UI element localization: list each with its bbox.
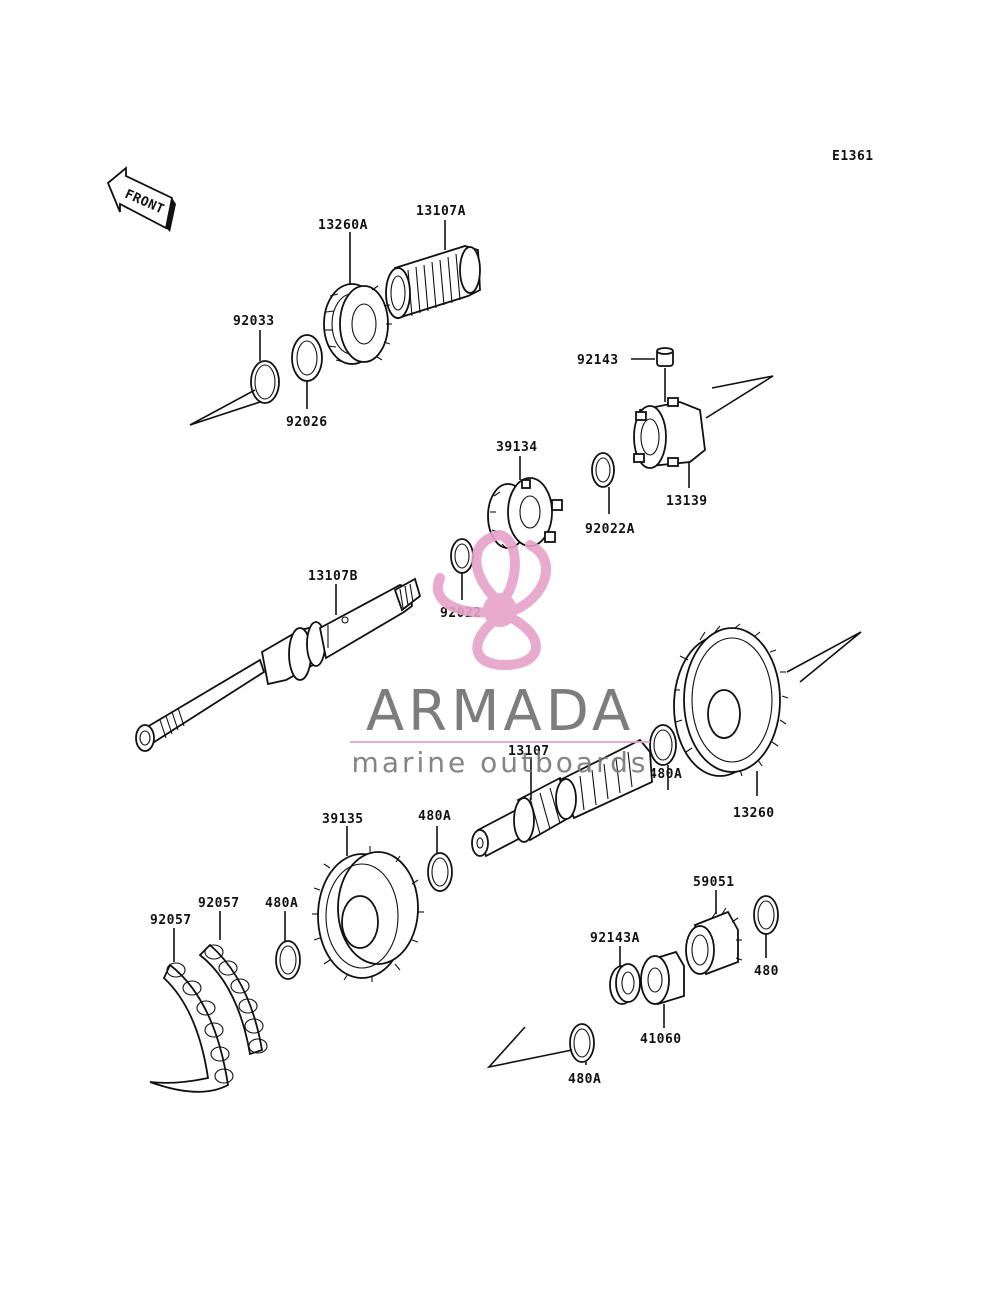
diagram-code: E1361 xyxy=(832,149,874,164)
label-41060: 41060 xyxy=(640,1032,682,1047)
part-59051-gear xyxy=(685,907,743,976)
label-480A-left: 480A xyxy=(265,896,298,911)
part-13107B-shaft xyxy=(135,577,422,752)
part-13139-dog xyxy=(633,397,706,469)
part-41060-hub xyxy=(640,950,685,1006)
watermark-title: ARMADA xyxy=(366,679,634,744)
label-59051: 59051 xyxy=(693,875,735,890)
label-13107B: 13107B xyxy=(308,569,358,584)
label-480A-bottom: 480A xyxy=(568,1072,601,1087)
part-39135-gear xyxy=(312,846,424,982)
label-13139: 13139 xyxy=(666,494,708,509)
part-92057-chain-right xyxy=(198,943,268,1056)
label-92057-right: 92057 xyxy=(198,896,240,911)
part-92033-circlip xyxy=(250,360,280,404)
shaft-axis-guide-upper-right xyxy=(705,375,774,419)
part-480A-circlip-upper xyxy=(649,724,677,766)
label-480A-mid: 480A xyxy=(418,809,451,824)
label-92026: 92026 xyxy=(286,415,328,430)
label-92143: 92143 xyxy=(577,353,619,368)
label-92057-left: 92057 xyxy=(150,913,192,928)
label-13107: 13107 xyxy=(508,744,550,759)
part-480A-circlip-mid xyxy=(427,852,453,892)
part-480-circlip xyxy=(753,895,779,935)
label-13107A: 13107A xyxy=(416,204,466,219)
part-92026-washer xyxy=(291,334,323,382)
propeller-icon xyxy=(433,529,552,671)
part-480A-circlip-left xyxy=(275,940,301,980)
label-39135: 39135 xyxy=(322,812,364,827)
part-92022-washer xyxy=(450,538,474,574)
shaft-axis-guide-bottom xyxy=(486,1026,573,1069)
label-92022A: 92022A xyxy=(585,522,635,537)
label-92033: 92033 xyxy=(233,314,275,329)
label-39134: 39134 xyxy=(496,440,538,455)
part-13107A-sleeve xyxy=(385,245,481,320)
part-480A-circlip-bottom xyxy=(569,1023,595,1063)
front-arrow-icon: FRONT xyxy=(106,166,176,232)
label-92143A: 92143A xyxy=(590,931,640,946)
armada-watermark-logo: ARMADA marine outboards xyxy=(350,529,650,779)
part-13260-gear xyxy=(673,623,789,777)
part-92143A-collar xyxy=(609,963,641,1005)
part-13260A-gear xyxy=(323,283,392,365)
part-92143-collar xyxy=(656,347,674,367)
shaft-axis-guide-upper-left xyxy=(189,389,261,426)
propeller-hub-icon xyxy=(483,593,517,627)
part-92022A-washer xyxy=(591,452,615,488)
part-92057-chain-left xyxy=(149,962,234,1093)
label-13260A: 13260A xyxy=(318,218,368,233)
label-13260: 13260 xyxy=(733,806,775,821)
shaft-axis-guide-right xyxy=(786,631,862,683)
label-480A-upper: 480A xyxy=(649,767,682,782)
label-480: 480 xyxy=(754,964,779,979)
part-39134-gear xyxy=(487,477,563,549)
watermark-subtitle: marine outboards xyxy=(352,746,649,779)
